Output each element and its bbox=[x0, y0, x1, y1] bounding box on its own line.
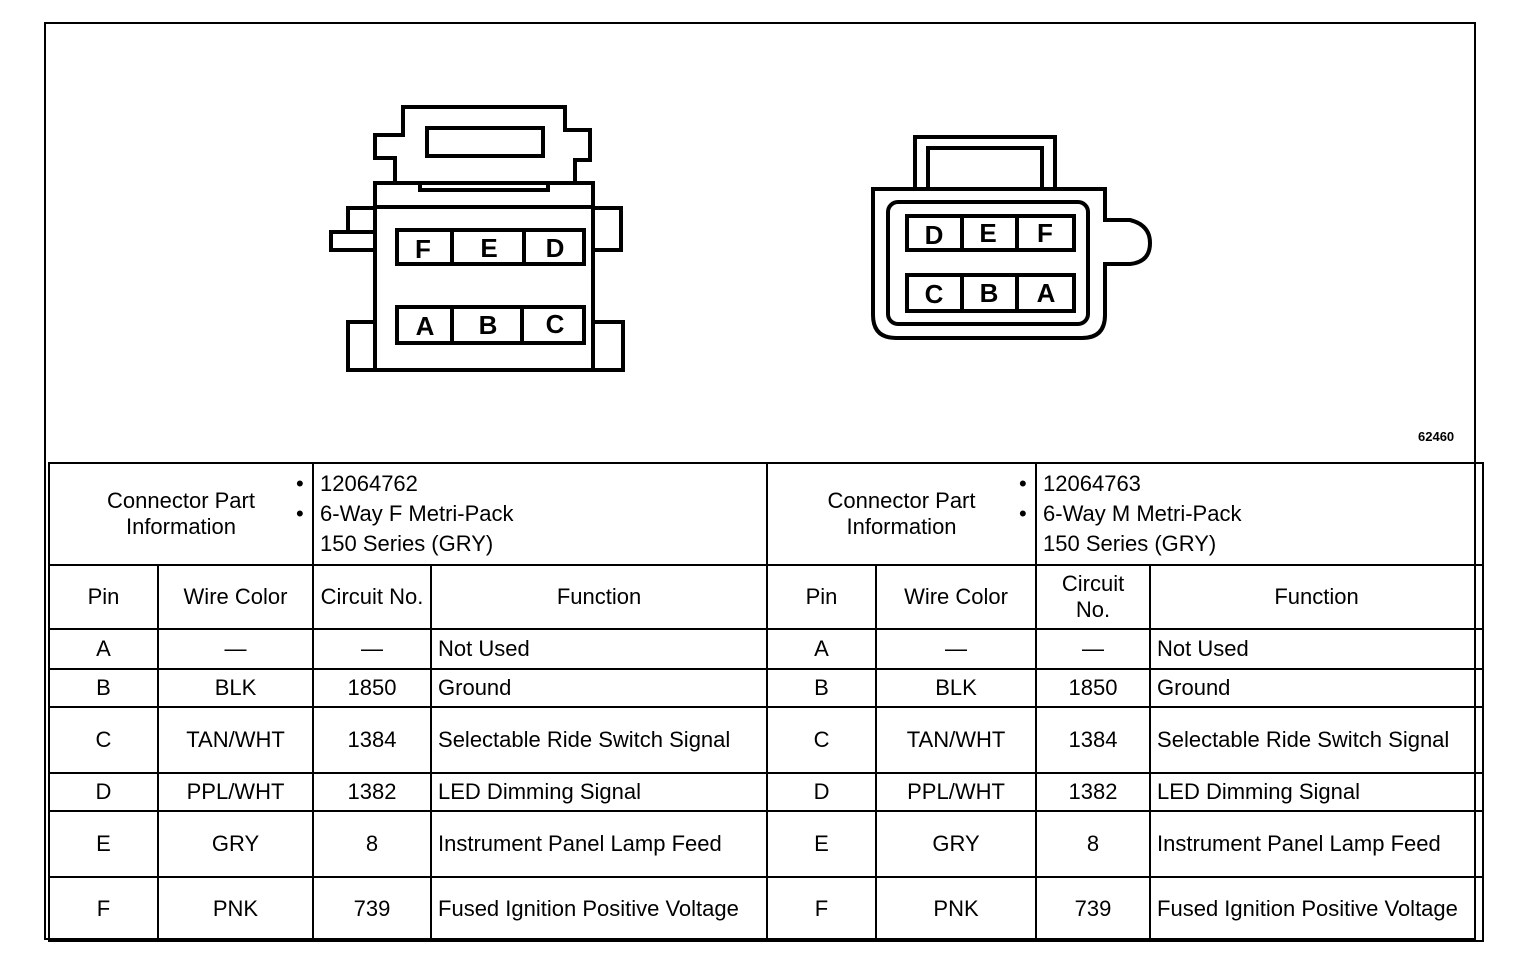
part-info-row: Connector Part Information 12064762 6-Wa… bbox=[47, 462, 1485, 566]
right-pin-top-2: E bbox=[979, 218, 996, 248]
connector-pinout-table: Connector Part Information 12064762 6-Wa… bbox=[47, 462, 1485, 942]
left-wire-color: GRY bbox=[156, 810, 315, 878]
left-pin-top-3: D bbox=[546, 233, 565, 263]
right-circuit: 8 bbox=[1035, 810, 1152, 878]
right-circuit: 739 bbox=[1035, 876, 1152, 942]
right-info-label: Connector Part Information bbox=[766, 462, 1038, 566]
left-circuit: 8 bbox=[312, 810, 433, 878]
left-header-function: Function bbox=[430, 564, 769, 630]
right-pin: C bbox=[766, 706, 878, 774]
left-pin: C bbox=[48, 706, 159, 774]
right-pin: F bbox=[766, 876, 878, 942]
right-description-line1: 6-Way M Metri-Pack bbox=[1043, 499, 1476, 529]
right-circuit: 1384 bbox=[1035, 706, 1152, 774]
figure-number: 62460 bbox=[1418, 429, 1455, 444]
left-pin: D bbox=[48, 772, 159, 812]
left-circuit: 1384 bbox=[312, 706, 433, 774]
right-header-pin: Pin bbox=[766, 564, 878, 630]
table-row: B BLK 1850 Ground B BLK 1850 Ground bbox=[48, 668, 1485, 708]
right-pin-top-3: F bbox=[1037, 218, 1053, 248]
right-wire-color: PPL/WHT bbox=[875, 772, 1038, 812]
left-circuit: 1382 bbox=[312, 772, 433, 812]
left-description-line2: 150 Series (GRY) bbox=[320, 531, 494, 556]
right-wire-color: PNK bbox=[875, 876, 1038, 942]
left-pin-top-2: E bbox=[480, 233, 497, 263]
left-function: Selectable Ride Switch Signal bbox=[430, 706, 769, 774]
right-pin-bottom-2: B bbox=[980, 278, 999, 308]
table-row: C TAN/WHT 1384 Selectable Ride Switch Si… bbox=[48, 706, 1485, 774]
right-wire-color: — bbox=[875, 628, 1038, 670]
right-function: Instrument Panel Lamp Feed bbox=[1149, 810, 1485, 878]
right-pin: A bbox=[766, 628, 878, 670]
left-pin: A bbox=[48, 628, 159, 670]
left-wire-color: BLK bbox=[156, 668, 315, 708]
right-header-circuit: Circuit No. bbox=[1035, 564, 1152, 630]
left-function: Not Used bbox=[430, 628, 769, 670]
right-connector-body bbox=[871, 135, 1153, 340]
right-circuit: — bbox=[1035, 628, 1152, 670]
table-row: D PPL/WHT 1382 LED Dimming Signal D PPL/… bbox=[48, 772, 1485, 812]
connector-drawings: F E D A B C D E F C B A bbox=[329, 105, 1153, 372]
left-pin-bottom-1: A bbox=[416, 311, 435, 341]
left-part-number: 12064762 bbox=[320, 469, 760, 499]
left-function: LED Dimming Signal bbox=[430, 772, 769, 812]
right-pin: D bbox=[766, 772, 878, 812]
left-circuit: 1850 bbox=[312, 668, 433, 708]
left-wire-color: PNK bbox=[156, 876, 315, 942]
right-pin-bottom-3: A bbox=[1037, 278, 1056, 308]
right-part-info: 12064763 6-Way M Metri-Pack 150 Series (… bbox=[1035, 462, 1485, 566]
left-circuit: — bbox=[312, 628, 433, 670]
right-circuit: 1850 bbox=[1035, 668, 1152, 708]
right-pin: E bbox=[766, 810, 878, 878]
left-wire-color: TAN/WHT bbox=[156, 706, 315, 774]
column-header-row: Pin Wire Color Circuit No. Function Pin … bbox=[48, 564, 1485, 630]
right-function: Not Used bbox=[1149, 628, 1485, 670]
left-pin-bottom-3: C bbox=[546, 309, 565, 339]
left-function: Instrument Panel Lamp Feed bbox=[430, 810, 769, 878]
connector-diagram: F E D A B C D E F C B A 62460 bbox=[0, 0, 1520, 462]
left-pin: E bbox=[48, 810, 159, 878]
left-circuit: 739 bbox=[312, 876, 433, 942]
table-row: A — — Not Used A — — Not Used bbox=[48, 628, 1485, 670]
right-part-number: 12064763 bbox=[1043, 469, 1476, 499]
left-wire-color: PPL/WHT bbox=[156, 772, 315, 812]
right-pin: B bbox=[766, 668, 878, 708]
left-header-pin: Pin bbox=[48, 564, 159, 630]
left-pin: B bbox=[48, 668, 159, 708]
right-header-wire-color: Wire Color bbox=[875, 564, 1038, 630]
right-description-line2: 150 Series (GRY) bbox=[1043, 531, 1217, 556]
left-connector-body bbox=[329, 105, 625, 372]
right-function: Ground bbox=[1149, 668, 1485, 708]
left-header-circuit: Circuit No. bbox=[312, 564, 433, 630]
left-pin: F bbox=[48, 876, 159, 942]
right-function: Selectable Ride Switch Signal bbox=[1149, 706, 1485, 774]
right-header-function: Function bbox=[1149, 564, 1485, 630]
right-function: Fused Ignition Positive Voltage bbox=[1149, 876, 1485, 942]
right-wire-color: TAN/WHT bbox=[875, 706, 1038, 774]
table-row: E GRY 8 Instrument Panel Lamp Feed E GRY… bbox=[48, 810, 1485, 878]
left-part-info: 12064762 6-Way F Metri-Pack 150 Series (… bbox=[312, 462, 769, 566]
left-function: Fused Ignition Positive Voltage bbox=[430, 876, 769, 942]
left-info-label: Connector Part Information bbox=[47, 462, 315, 566]
right-wire-color: GRY bbox=[875, 810, 1038, 878]
left-pin-bottom-2: B bbox=[479, 310, 498, 340]
left-function: Ground bbox=[430, 668, 769, 708]
right-pin-top-1: D bbox=[925, 220, 944, 250]
left-description-line1: 6-Way F Metri-Pack bbox=[320, 499, 760, 529]
right-function: LED Dimming Signal bbox=[1149, 772, 1485, 812]
left-wire-color: — bbox=[156, 628, 315, 670]
right-pin-bottom-1: C bbox=[925, 279, 944, 309]
table-row: F PNK 739 Fused Ignition Positive Voltag… bbox=[48, 876, 1485, 942]
right-wire-color: BLK bbox=[875, 668, 1038, 708]
left-pin-top-1: F bbox=[415, 234, 431, 264]
right-circuit: 1382 bbox=[1035, 772, 1152, 812]
left-header-wire-color: Wire Color bbox=[156, 564, 315, 630]
